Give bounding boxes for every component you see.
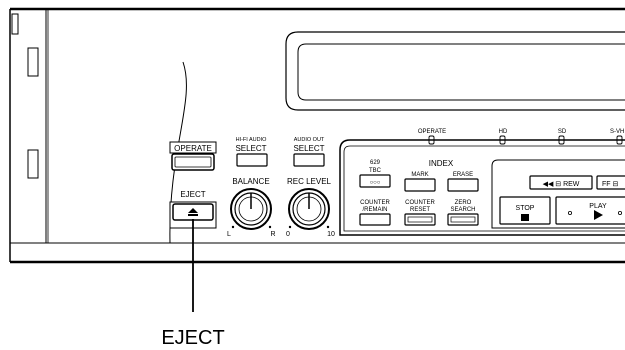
rec-min-label: 0 [286,231,290,238]
audio-out-label: AUDIO OUT [294,137,325,143]
eject-icon [188,208,198,213]
counter-remain-button[interactable]: COUNTER /REMAIN [359,200,391,226]
index-label: INDEX [429,159,454,168]
hifi-audio-label: HI-FI AUDIO [236,137,268,143]
tbc-button[interactable]: 629 TBC ○○○ [359,160,391,188]
balance-label: BALANCE [232,177,269,186]
erase-label: ERASE [453,172,473,178]
zero-search-button[interactable]: ZERO SEARCH [447,200,479,226]
device-body [9,7,625,264]
hifi-select-label: SELECT [235,144,266,153]
counter-reset-label-1: COUNTER [405,200,435,206]
eject-panel-label: EJECT [180,190,205,199]
stop-label: STOP [516,205,535,212]
play-icon [594,210,603,220]
tbc-629-label: 629 [370,160,381,166]
operate-button-label: OPERATE [174,144,212,153]
ff-button[interactable]: FF ⊟ [596,175,625,190]
balance-right-label: R [270,231,275,238]
led-operate-label: OPERATE [418,129,446,135]
tbc-dots: ○○○ [370,180,381,186]
zero-search-label-1: ZERO [455,200,472,206]
counter-remain-label-2: /REMAIN [362,207,387,213]
stop-icon [521,214,529,221]
display-window [285,31,625,111]
led-indicators: OPERATE HD SD S-VH [418,129,624,145]
rec-level-knob[interactable]: REC LEVEL 0 10 [286,177,335,238]
balance-left-label: L [227,231,231,238]
rec-level-label: REC LEVEL [287,177,332,186]
led-hd-label: HD [499,129,508,135]
audio-out-select-label: SELECT [293,144,324,153]
eject-callout: EJECT [161,219,225,349]
rew-label: ◀◀ ⊟ REW [543,181,580,188]
play-button[interactable]: PLAY [555,196,625,225]
play-label: PLAY [589,203,607,210]
operate-button[interactable]: OPERATE [169,141,217,171]
counter-reset-button[interactable]: COUNTER RESET [404,200,436,226]
counter-reset-label-2: RESET [410,207,430,213]
counter-remain-label-1: COUNTER [360,200,390,206]
led-svhs-label: S-VH [610,129,624,135]
balance-knob[interactable]: BALANCE L R [227,177,275,238]
stop-button[interactable]: STOP [499,196,551,225]
mark-label: MARK [411,172,428,178]
hifi-audio-select-button[interactable]: HI-FI AUDIO SELECT [235,137,268,167]
rec-max-label: 10 [327,231,335,238]
rew-button[interactable]: ◀◀ ⊟ REW [529,175,593,190]
callout-label: EJECT [161,327,224,349]
control-subpanel [339,139,625,236]
audio-out-select-button[interactable]: AUDIO OUT SELECT [293,137,325,167]
tbc-label: TBC [369,168,382,174]
led-sd-label: SD [558,129,567,135]
ff-label: FF ⊟ [602,181,618,188]
erase-button[interactable]: ERASE [447,172,479,192]
mark-button[interactable]: MARK [404,172,436,192]
zero-search-label-2: SEARCH [450,207,475,213]
